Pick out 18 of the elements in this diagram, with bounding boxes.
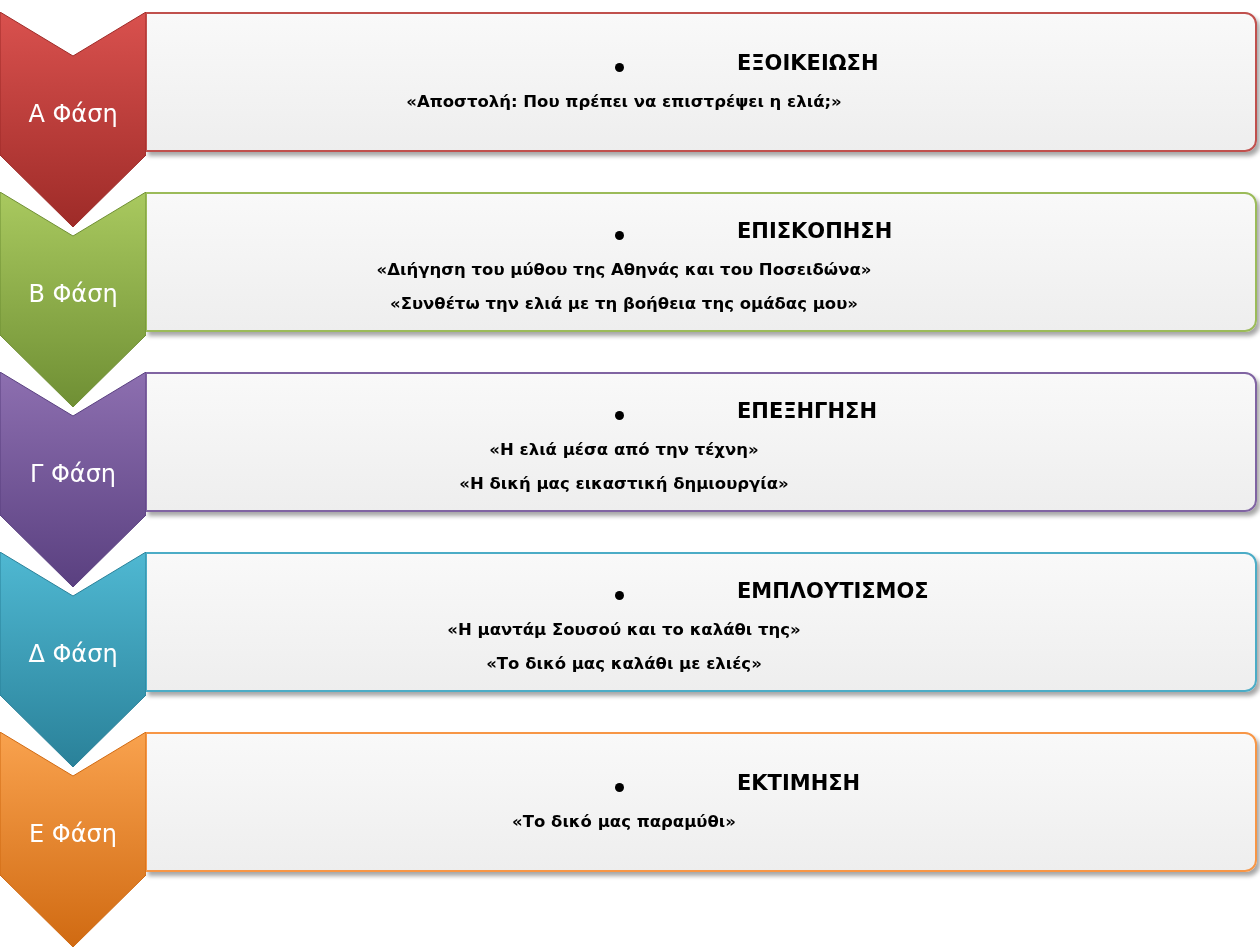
phase-title: ΕΚΤΙΜΗΣΗ xyxy=(737,771,861,795)
phase-label: Ε Φάση xyxy=(28,820,118,848)
phase-label: Δ Φάση xyxy=(27,640,119,668)
activity-text: «Η ελιά μέσα από την τέχνη» xyxy=(488,440,760,459)
activity-text: «Η δική μας εικαστική δημιουργία» xyxy=(458,474,790,493)
phase-label: Α Φάση xyxy=(27,100,119,128)
activity-text: «Το δικό μας καλάθι με ελιές» xyxy=(485,654,763,673)
activity-text: «Διήγηση του μύθου της Αθηνάς και του Ποσειδώνα» xyxy=(375,260,873,279)
activity-text: «Αποστολή: Που πρέπει να επιστρέψει η ελιά;» xyxy=(405,92,843,111)
phase-title: ΕΞΟΙΚΕΙΩΣΗ xyxy=(737,51,879,75)
phase-title: ΕΠΕΞΗΓΗΣΗ xyxy=(737,399,877,423)
phase-label: Γ Φάση xyxy=(28,460,118,488)
activity-text: «Η μαντάμ Σουσού και το καλάθι της» xyxy=(446,620,802,639)
phase-label: Β Φάση xyxy=(27,280,119,308)
activity-text: «Συνθέτω την ελιά με τη βοήθεια της ομάδας μου» xyxy=(389,294,859,313)
phase-title: ΕΜΠΛΟΥΤΙΣΜΟΣ xyxy=(737,579,929,603)
phase-title: ΕΠΙΣΚΟΠΗΣΗ xyxy=(737,219,893,243)
activity-text: «Το δικό μας παραμύθι» xyxy=(511,812,737,831)
